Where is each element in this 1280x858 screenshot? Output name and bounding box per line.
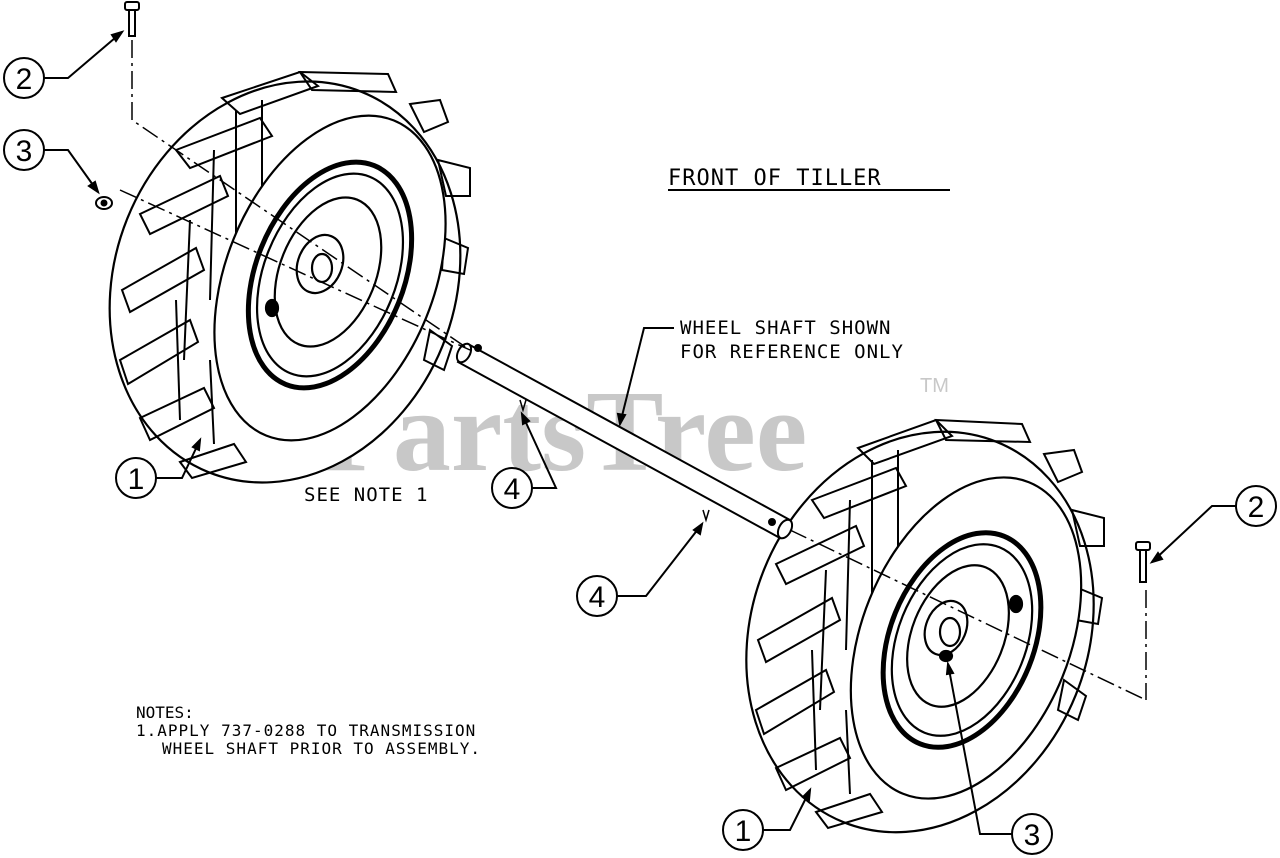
shaft-note-line1: WHEEL SHAFT SHOWN bbox=[680, 317, 891, 339]
notes-title: NOTES: bbox=[136, 703, 194, 722]
right-rim-inner bbox=[906, 564, 1010, 708]
left-rim-inner bbox=[273, 196, 383, 348]
callout-right-nut bbox=[945, 660, 1053, 855]
notes-line2: WHEEL SHAFT PRIOR TO ASSEMBLY. bbox=[162, 739, 481, 758]
left-wheel-assembly bbox=[108, 70, 471, 484]
notes-line1: 1.APPLY 737-0288 TO TRANSMISSION bbox=[136, 721, 476, 740]
right-rim-outer bbox=[880, 530, 1044, 750]
left-nut bbox=[95, 196, 113, 210]
top-left-bolt bbox=[124, 1, 140, 37]
front-of-tiller-heading: FRONT OF TILLER bbox=[668, 166, 882, 191]
center-lines bbox=[119, 40, 1147, 701]
left-rim-ring bbox=[255, 172, 405, 378]
left-hub-bolt bbox=[264, 298, 280, 318]
right-hub bbox=[923, 599, 969, 657]
right-bolt bbox=[1135, 541, 1151, 583]
shaft-note-line2: FOR REFERENCE ONLY bbox=[680, 341, 904, 363]
right-rim-ring bbox=[890, 543, 1034, 737]
left-hub-center bbox=[310, 252, 334, 284]
watermark-tm: TM bbox=[920, 375, 949, 397]
right-hub-center bbox=[938, 616, 962, 648]
callout-number-right-nut: 3 bbox=[1024, 819, 1041, 852]
callout-pin-upper bbox=[491, 411, 558, 509]
right-hub-nut bbox=[938, 649, 954, 663]
callout-left-wheel bbox=[115, 437, 202, 499]
callout-left-nut bbox=[3, 129, 100, 195]
callout-number-pin-upper: 4 bbox=[504, 473, 521, 506]
callout-right-bolt bbox=[1149, 485, 1277, 564]
right-tire-treads bbox=[754, 418, 1105, 830]
callout-right-wheel bbox=[722, 787, 812, 851]
right-hub-bolt bbox=[1008, 594, 1024, 614]
see-note-label: SEE NOTE 1 bbox=[304, 484, 428, 506]
right-wheel-face bbox=[849, 476, 1083, 800]
wheel-shaft bbox=[455, 342, 794, 540]
callout-pin-lower bbox=[576, 521, 704, 617]
left-rim-outer bbox=[245, 159, 415, 391]
cotter-pins bbox=[519, 399, 710, 523]
callout-number-left-wheel: 1 bbox=[128, 463, 145, 496]
callout-number-right-bolt: 2 bbox=[1248, 491, 1265, 524]
right-wheel-assembly bbox=[745, 418, 1105, 834]
shaft-note-leader bbox=[616, 327, 674, 427]
left-hub bbox=[295, 233, 345, 295]
callout-number-pin-lower: 4 bbox=[589, 581, 606, 614]
callout-number-top-left-bolt: 2 bbox=[16, 63, 33, 96]
callout-number-right-wheel: 1 bbox=[735, 815, 752, 848]
callout-top-left-bolt bbox=[3, 30, 125, 99]
callout-number-left-nut: 3 bbox=[16, 135, 33, 168]
